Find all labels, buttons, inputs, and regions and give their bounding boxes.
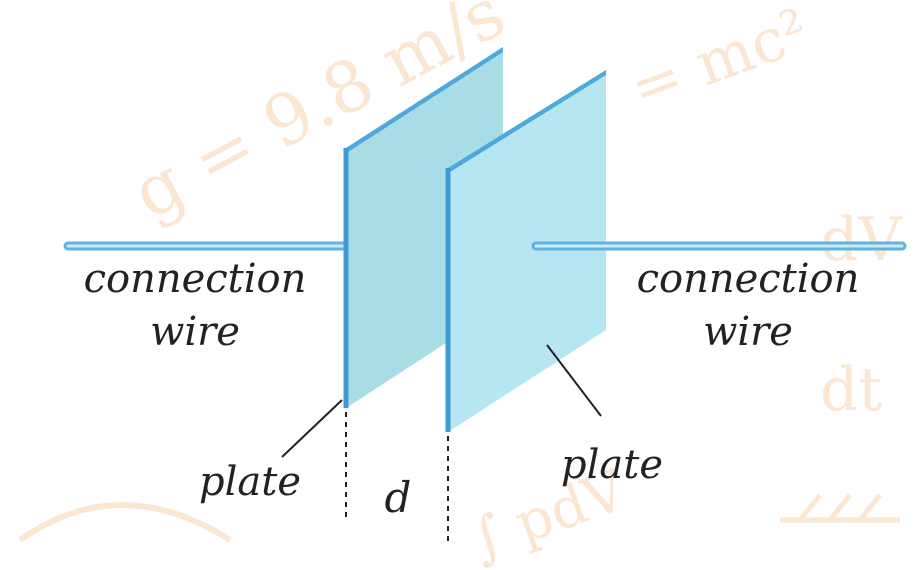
watermark-curve — [18, 502, 232, 543]
left-wire-label-line2: wire — [150, 309, 240, 355]
left-plate-label: plate — [199, 459, 301, 505]
left-plate-leader — [281, 399, 343, 458]
right-plate-label: plate — [561, 442, 663, 488]
watermark-hatch — [780, 493, 900, 523]
right-plate — [445, 70, 606, 432]
separation-label: d — [385, 473, 412, 522]
watermark-dt: dt — [820, 355, 883, 425]
left-wire-label-line1: connection — [84, 256, 307, 302]
right-wire-label-line1: connection — [637, 256, 860, 302]
right-wire-label-line2: wire — [703, 309, 793, 355]
watermark-formula-e: = mc² — [621, 0, 818, 124]
watermark-dv: dV — [820, 205, 903, 275]
right-plate-leader — [546, 344, 602, 417]
